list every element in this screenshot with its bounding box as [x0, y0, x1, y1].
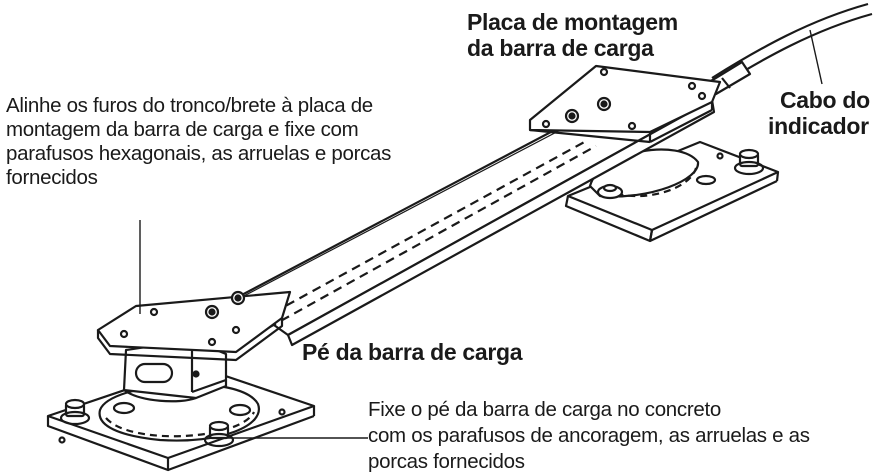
fix-label-line3: porcas fornecidos — [368, 450, 525, 473]
front-mounting-plate — [96, 290, 292, 362]
front-foot-bolt-front — [203, 420, 235, 448]
indicator-cable — [704, 2, 873, 96]
foot-label: Pé da barra de carga — [302, 339, 523, 365]
cable-label-line2: indicador — [768, 113, 869, 139]
cable-leader-line — [809, 29, 823, 85]
back-foot-bolt-left — [596, 183, 624, 200]
mount-plate-label-line1: Placa de montagem — [467, 9, 678, 35]
back-mounting-plate — [528, 64, 722, 144]
mount-plate-label-line2: da barra de carga — [467, 35, 654, 61]
fix-label-line1: Fixe o pé da barra de carga no concreto — [368, 398, 721, 421]
load-bar-body — [234, 98, 716, 347]
fix-label-line2: com os parafusos de ancoragem, as arruel… — [368, 424, 810, 447]
back-foot-bolt-right — [733, 148, 765, 176]
front-foot-bolt-left — [59, 398, 91, 426]
align-label-line4: fornecidos — [6, 166, 98, 189]
align-label-line2: montagem da barra de carga e fixe com — [6, 118, 359, 141]
cable-label-line1: Cabo do — [780, 87, 870, 113]
front-foot-block — [122, 338, 228, 403]
align-label-line1: Alinhe os furos do tronco/brete à placa … — [6, 94, 373, 117]
align-label-line3: parafusos hexagonais, as arruelas e porc… — [6, 142, 392, 165]
